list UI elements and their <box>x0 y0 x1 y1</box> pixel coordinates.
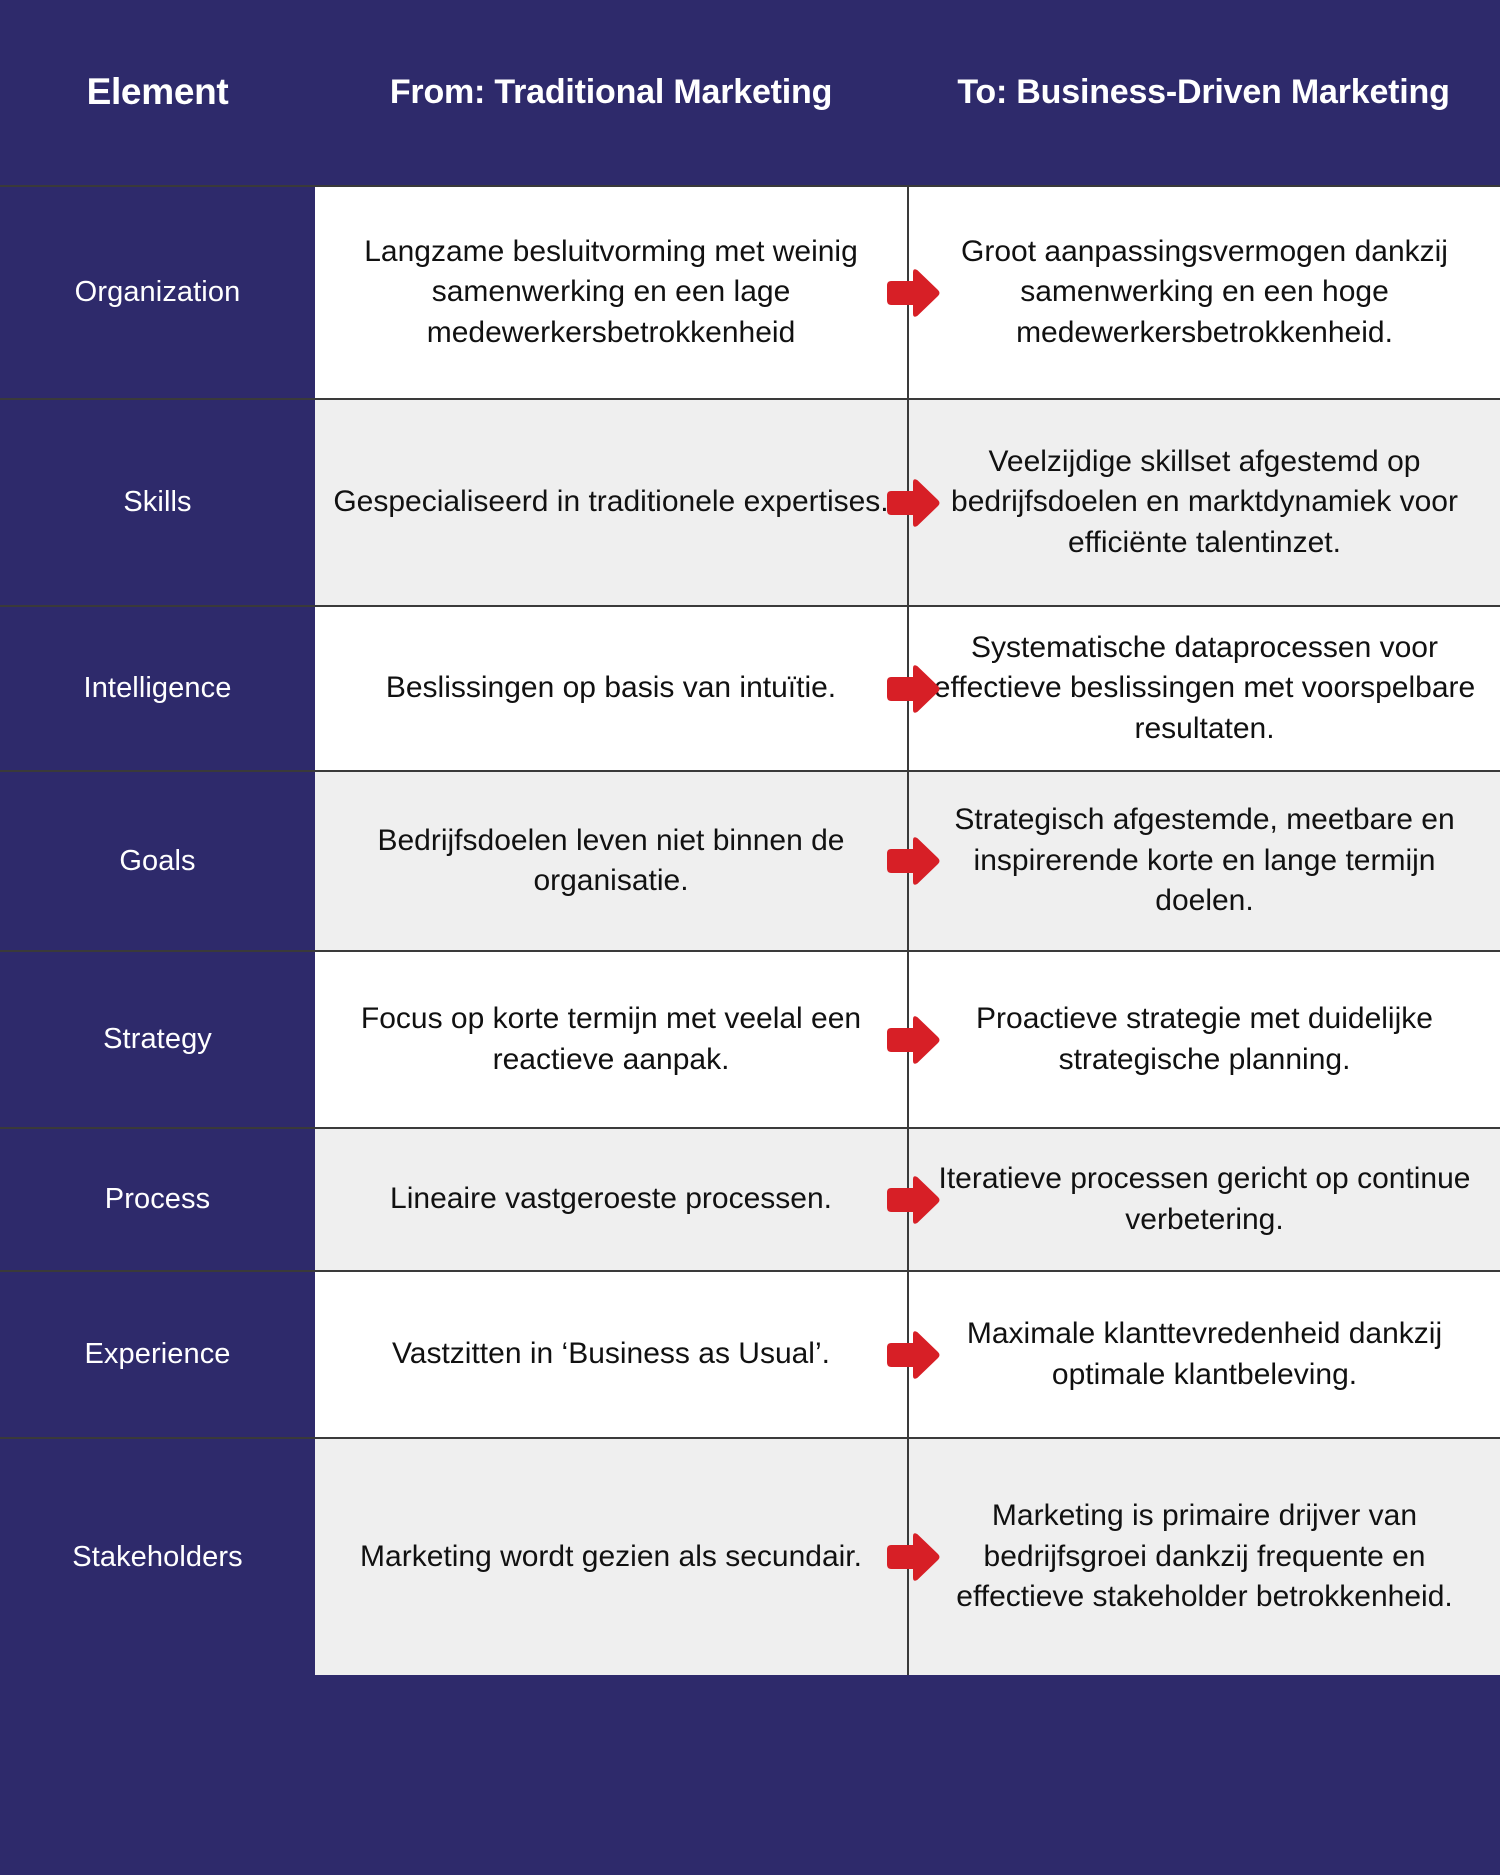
cell-from-traditional: Vastzitten in ‘Business as Usual’. <box>315 1272 907 1437</box>
cell-to-business-driven: Groot aanpassingsvermogen dankzij samenw… <box>907 187 1500 398</box>
cell-to-business-driven: Proactieve strategie met duidelijke stra… <box>907 952 1500 1127</box>
row-element-label: Goals <box>0 772 315 950</box>
row-element-label: Stakeholders <box>0 1439 315 1675</box>
cell-from-traditional: Lineaire vastgeroeste processen. <box>315 1129 907 1270</box>
cell-to-business-driven: Veelzijdige skillset afgestemd op bedrij… <box>907 400 1500 605</box>
cell-to-business-driven: Strategisch afgestemde, meetbare en insp… <box>907 772 1500 950</box>
column-header-to: To: Business-Driven Marketing <box>957 72 1450 111</box>
row-element-label: Intelligence <box>0 607 315 770</box>
row-element-label: Skills <box>0 400 315 605</box>
cell-from-traditional: Focus op korte termijn met veelal een re… <box>315 952 907 1127</box>
row-element-label: Organization <box>0 187 315 398</box>
column-header-element: Element <box>86 71 229 113</box>
cell-to-business-driven: Marketing is primaire drijver van bedrij… <box>907 1439 1500 1675</box>
cell-from-traditional: Langzame besluitvorming met weinig samen… <box>315 187 907 398</box>
cell-to-business-driven: Systematische dataprocessen voor effecti… <box>907 607 1500 770</box>
cell-to-business-driven: Maximale klanttevredenheid dankzij optim… <box>907 1272 1500 1437</box>
cell-from-traditional: Marketing wordt gezien als secundair. <box>315 1439 907 1675</box>
cell-to-business-driven: Iteratieve processen gericht op continue… <box>907 1129 1500 1270</box>
row-element-label: Process <box>0 1129 315 1270</box>
row-element-label: Strategy <box>0 952 315 1127</box>
table-header-row: Element From: Traditional Marketing To: … <box>0 0 1500 185</box>
row-element-label: Experience <box>0 1272 315 1437</box>
cell-from-traditional: Gespecialiseerd in traditionele expertis… <box>315 400 907 605</box>
column-header-from: From: Traditional Marketing <box>389 72 833 111</box>
cell-from-traditional: Bedrijfsdoelen leven niet binnen de orga… <box>315 772 907 950</box>
cell-from-traditional: Beslissingen op basis van intuïtie. <box>315 607 907 770</box>
